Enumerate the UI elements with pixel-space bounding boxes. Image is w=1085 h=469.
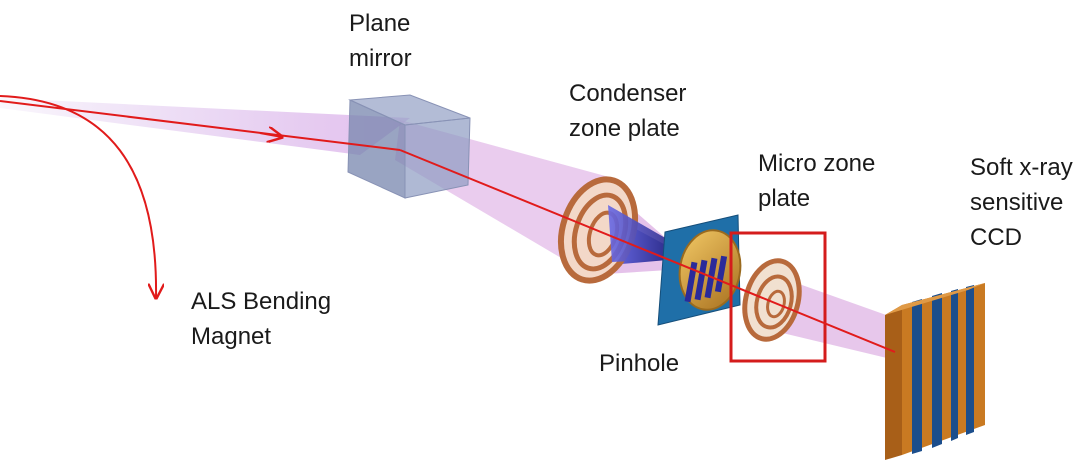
bending-magnet-label-line2: Magnet — [191, 323, 272, 350]
beam-arrow — [259, 133, 282, 137]
micro-zone-plate-highlight — [729, 231, 827, 363]
micro-zone-plate-label: Micro zone plate — [758, 146, 875, 216]
ccd-label-line1: Soft x-ray — [970, 154, 1073, 181]
plane-mirror-label: Plane mirror — [349, 6, 412, 76]
micro-zone-plate-label-line1: Micro zone — [758, 150, 876, 177]
pinhole-label-line1: Pinhole — [599, 350, 680, 377]
ccd-label-line2: sensitive — [970, 189, 1064, 216]
ccd-detector-icon — [885, 283, 985, 460]
bending-magnet-curve — [0, 95, 156, 298]
ccd-label-line3: CCD — [970, 224, 1022, 251]
condenser-label-line1: Condenser — [569, 80, 687, 107]
condenser-label-line2: zone plate — [569, 115, 680, 142]
pinhole-label: Pinhole — [599, 346, 679, 381]
plane-mirror-label-line1: Plane — [349, 10, 411, 37]
micro-zone-plate-icon — [742, 258, 802, 342]
ccd-label: Soft x-ray sensitive CCD — [970, 150, 1073, 255]
bending-magnet-label-line1: ALS Bending — [191, 288, 332, 315]
plane-mirror-icon — [347, 94, 471, 199]
micro-zone-plate-label-line2: plate — [758, 185, 811, 212]
condenser-zone-plate-label: Condenser zone plate — [569, 76, 686, 146]
bending-magnet-label: ALS Bending Magnet — [191, 284, 331, 354]
beam-line-reflected — [399, 149, 896, 353]
plane-mirror-label-line2: mirror — [349, 45, 412, 72]
